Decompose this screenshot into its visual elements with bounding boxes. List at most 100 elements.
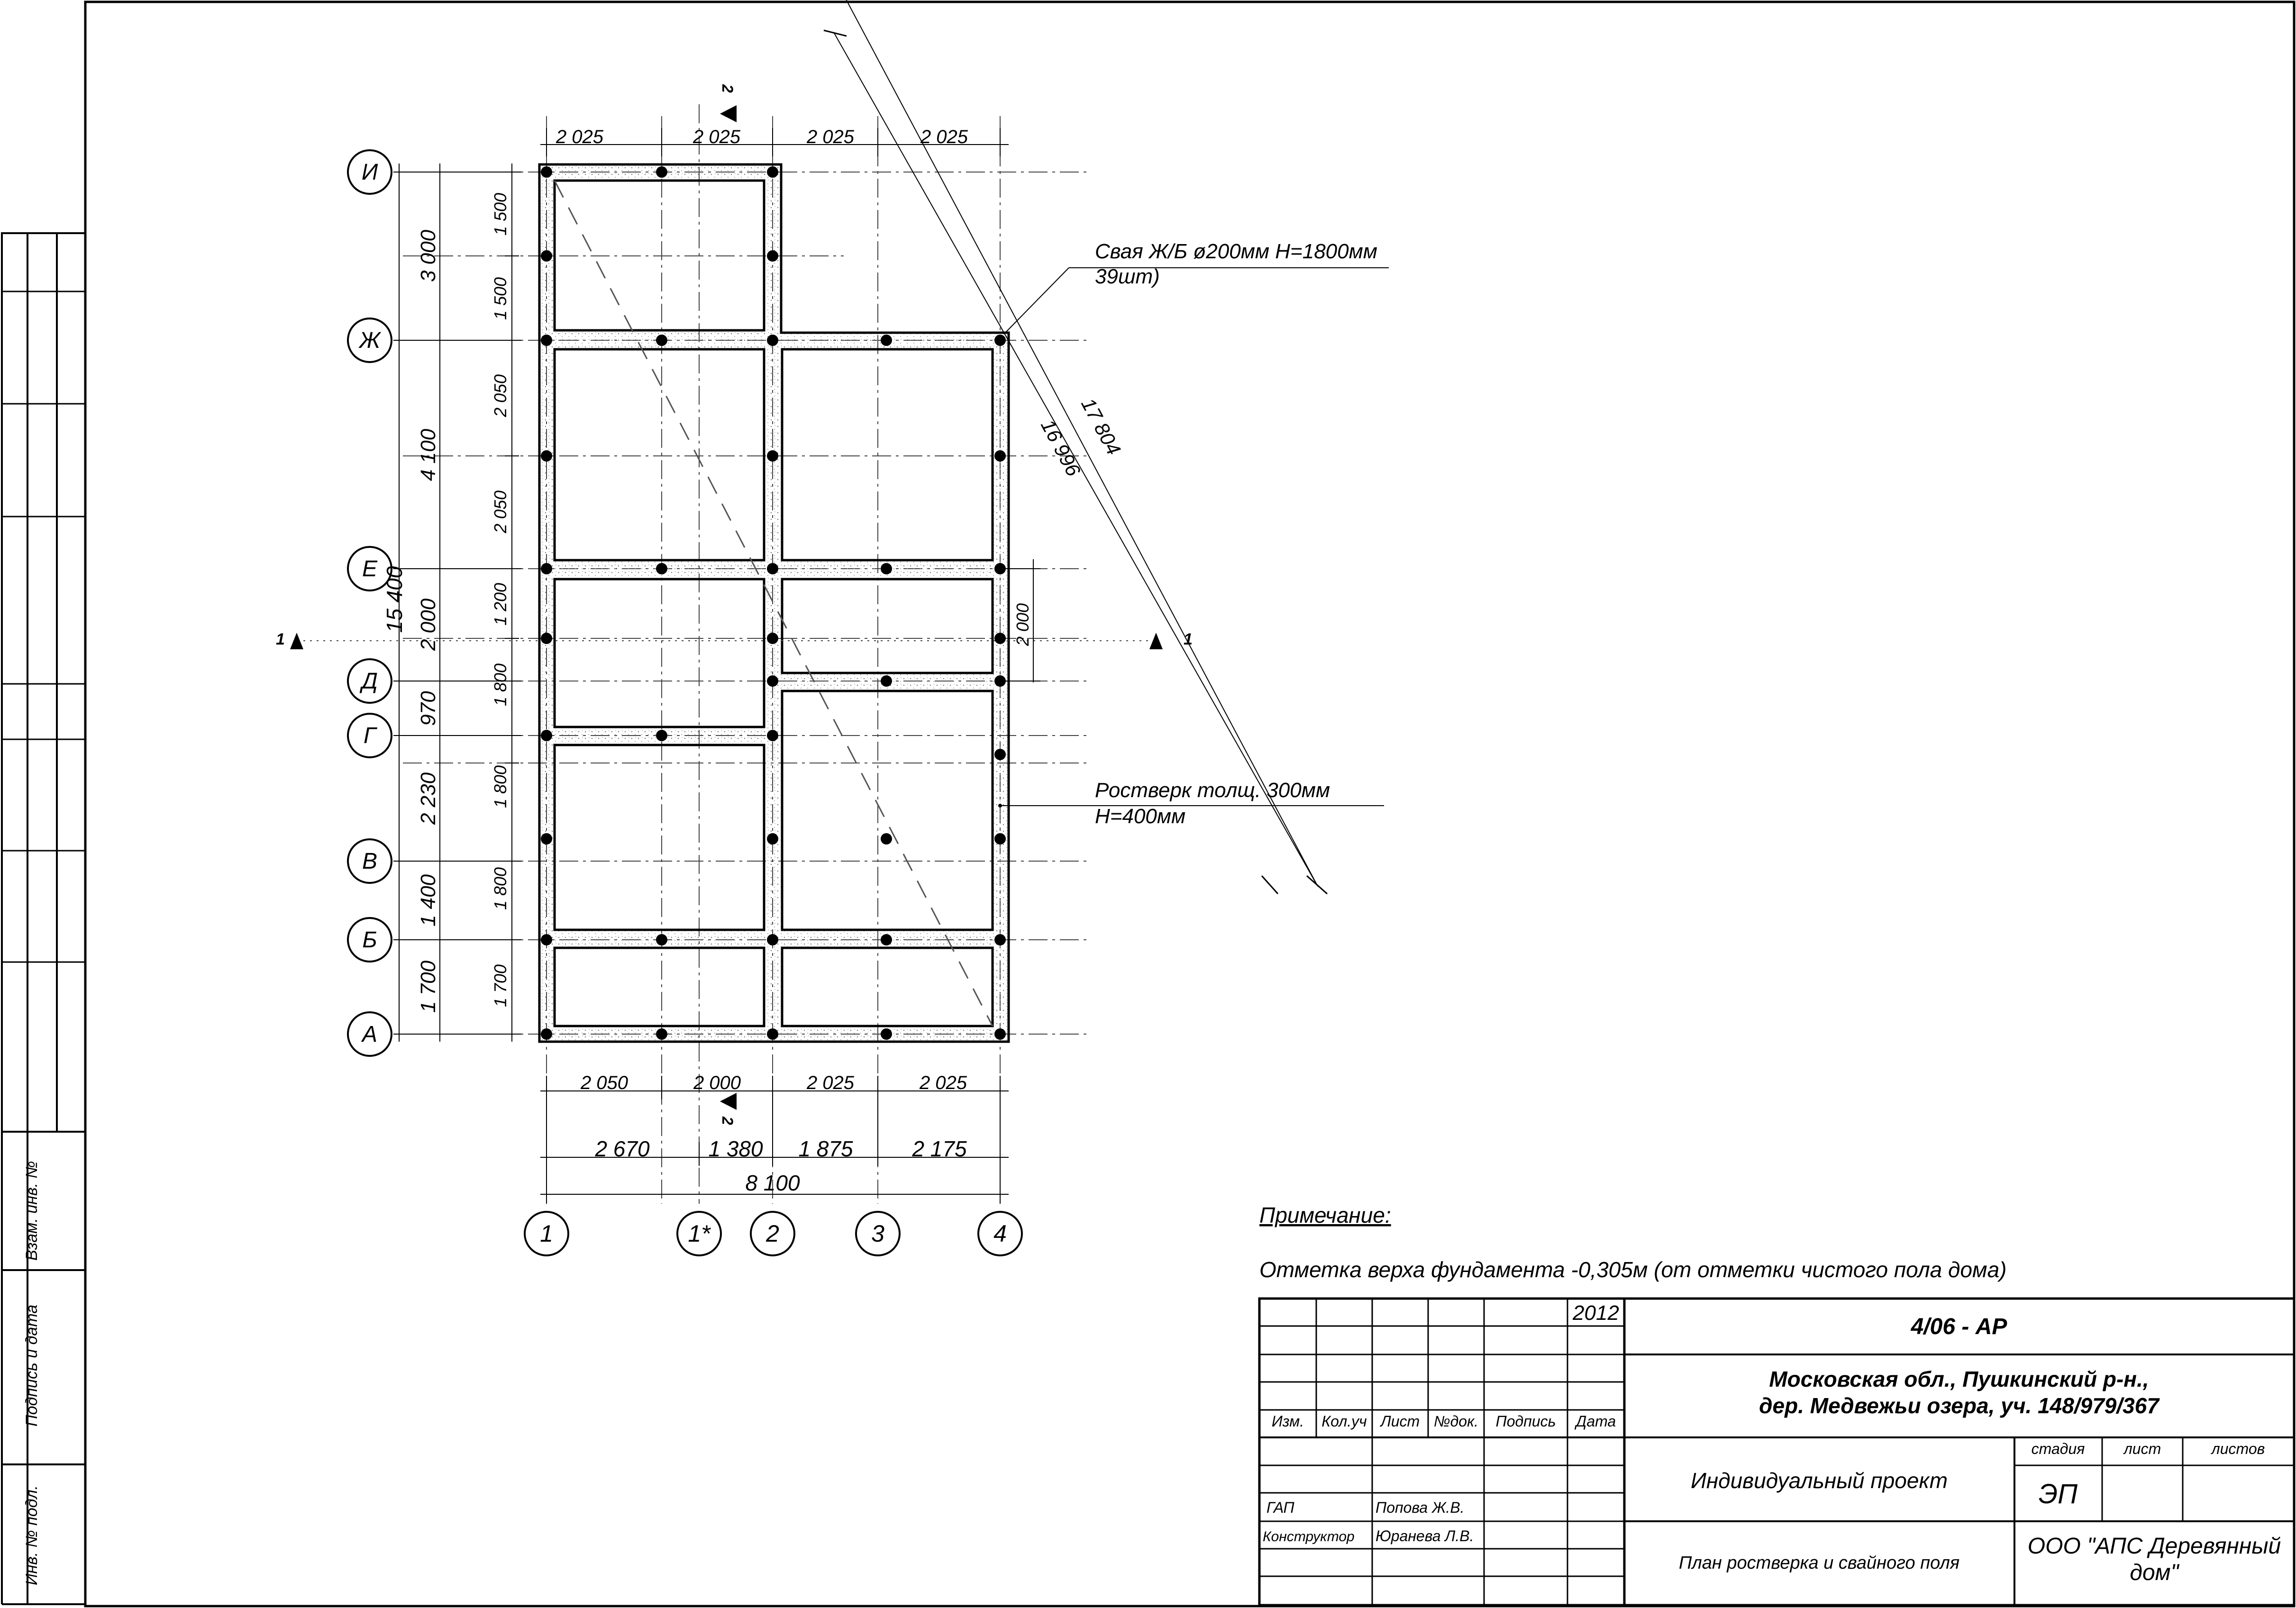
- bottom-total: 8 100: [745, 1171, 800, 1195]
- dimension-left: 3 000 4 100 2 000 970 2 230 1 400 1 700 …: [382, 164, 521, 1042]
- pile-marker: [994, 633, 1006, 644]
- axis-row-E: Е: [347, 546, 392, 591]
- bottom-dim-8: 2 175: [911, 1136, 967, 1161]
- axis-row-G: Г: [347, 713, 392, 758]
- svg-text:А: А: [361, 1022, 377, 1047]
- stamp-sheet-label: лист: [2123, 1440, 2161, 1457]
- callout-pile-line1: Свая Ж/Б ø200мм Н=1800мм: [1095, 240, 1377, 263]
- stamp-col-podpis: Подпись: [1496, 1413, 1556, 1430]
- pile-marker: [767, 675, 778, 687]
- left-dim-inner-7: 1 800: [491, 765, 510, 808]
- pile-marker: [881, 1028, 892, 1040]
- axis-row-Zh: Ж: [347, 318, 392, 363]
- pile-marker: [767, 166, 778, 178]
- stamp-project: Индивидуальный проект: [1691, 1468, 1948, 1493]
- stamp-name-gap: Попова Ж.В.: [1376, 1499, 1465, 1516]
- left-dim-inner-8: 1 800: [491, 867, 510, 910]
- pile-marker: [767, 1028, 778, 1040]
- callout-grillage: Ростверк толщ. 300мм Н=400мм: [998, 779, 1384, 828]
- section-2-label-top: 2: [719, 84, 736, 93]
- svg-text:1*: 1*: [688, 1220, 711, 1247]
- notes-heading: Примечание:: [1259, 1203, 1391, 1227]
- title-block: 2012 Изм. Кол.уч Лист №док. Подпись Дата…: [1258, 1297, 2296, 1607]
- pile-marker: [994, 1028, 1006, 1040]
- notes-text: Отметка верха фундамента -0,305м (от отм…: [1259, 1257, 2007, 1282]
- pile-marker: [767, 450, 778, 462]
- left-dim-inner-3: 2 050: [491, 374, 510, 418]
- left-dim-inner-4: 2 050: [491, 491, 510, 534]
- svg-text:И: И: [362, 160, 378, 185]
- side-stamp: Взам. инв. № Подпись и дата Инв. № подл.: [1, 232, 86, 1605]
- svg-text:3: 3: [871, 1220, 884, 1247]
- left-dim-inner-2: 1 500: [491, 277, 510, 320]
- axis-row-A: А: [347, 1011, 392, 1057]
- axis-col-3: 3: [855, 1211, 901, 1256]
- top-dim-3: 2 025: [806, 127, 855, 147]
- axis-col-1star: 1*: [676, 1211, 722, 1256]
- diagonal-dashed: [554, 180, 993, 1027]
- pile-marker: [541, 250, 552, 262]
- pile-marker: [541, 934, 552, 945]
- axis-col-1: 1: [524, 1211, 569, 1256]
- pile-marker: [656, 1028, 667, 1040]
- stamp-col-ndok: №док.: [1434, 1413, 1478, 1430]
- pile-marker: [656, 934, 667, 945]
- left-dim-1: 3 000: [417, 229, 440, 282]
- bottom-dim-4: 2 025: [919, 1072, 967, 1093]
- svg-text:1: 1: [540, 1220, 553, 1247]
- bottom-dim-6: 1 380: [708, 1136, 763, 1161]
- stamp-address-line2: дер. Медвежьи озера, уч. 148/979/367: [1759, 1393, 2160, 1418]
- axis-col-4: 4: [977, 1211, 1023, 1256]
- pile-marker: [881, 335, 892, 346]
- pile-marker: [767, 730, 778, 741]
- left-dim-3: 2 000: [417, 598, 440, 651]
- bottom-dim-5: 2 670: [594, 1136, 650, 1161]
- notes: Примечание: Отметка верха фундамента -0,…: [1259, 1203, 2007, 1282]
- pile-marker: [881, 833, 892, 845]
- left-dim-inner-1: 1 500: [491, 193, 510, 236]
- pile-marker: [767, 633, 778, 644]
- svg-text:Д: Д: [359, 669, 378, 694]
- pile-marker: [881, 563, 892, 574]
- stamp-drawing-title: План ростверка и свайного поля: [1679, 1553, 1959, 1573]
- pile-marker: [767, 335, 778, 346]
- pile-marker: [656, 563, 667, 574]
- pile-marker: [541, 335, 552, 346]
- svg-text:4: 4: [993, 1220, 1007, 1247]
- dimension-right: 2 000: [1000, 559, 1040, 682]
- section-1-label-left: 1: [276, 630, 285, 648]
- left-dim-7: 1 700: [417, 960, 440, 1013]
- pile-marker: [541, 633, 552, 644]
- svg-text:Г: Г: [364, 723, 378, 748]
- axis-row-D: Д: [347, 658, 392, 704]
- side-stamp-inv: Инв. № подл.: [23, 1485, 41, 1585]
- top-dim-4: 2 025: [920, 127, 968, 147]
- pile-marker: [881, 934, 892, 945]
- stamp-address-line1: Московская обл., Пушкинский р-н.,: [1769, 1367, 2149, 1391]
- dimension-top: 2 025 2 025 2 025 2 025: [540, 127, 1009, 156]
- row-axis-bubbles: И Ж Е Д Г В Б А: [347, 149, 392, 1057]
- svg-text:Ж: Ж: [358, 328, 382, 353]
- left-dim-5: 2 230: [417, 772, 440, 825]
- svg-text:Б: Б: [362, 927, 377, 953]
- left-dim-2: 4 100: [417, 428, 440, 481]
- stamp-role-constructor: Конструктор: [1263, 1529, 1355, 1544]
- left-dim-4: 970: [417, 691, 440, 726]
- bottom-dim-1: 2 050: [580, 1072, 628, 1093]
- diagonal-dimensions: 17 804 16 996: [823, 0, 1328, 895]
- bottom-dim-2: 2 000: [693, 1072, 741, 1093]
- stamp-col-kolych: Кол.уч: [1321, 1413, 1367, 1430]
- callout-pile-line2: 39шт): [1095, 265, 1160, 288]
- callout-grillage-line1: Ростверк толщ. 300мм: [1095, 779, 1330, 802]
- stamp-sheets-label: листов: [2211, 1440, 2265, 1457]
- piles: [541, 166, 1006, 1040]
- stamp-year: 2012: [1572, 1301, 1619, 1325]
- stamp-code: 4/06 - АР: [1911, 1314, 2008, 1339]
- section-line-2: 2 2: [719, 84, 737, 1125]
- callout-pile: Свая Ж/Б ø200мм Н=1800мм 39шт): [1003, 240, 1389, 335]
- grillage: [538, 163, 1010, 1043]
- stamp-col-list: Лист: [1380, 1413, 1420, 1430]
- left-dim-inner-9: 1 700: [491, 964, 510, 1007]
- section-line-1: 1 1: [276, 630, 1193, 649]
